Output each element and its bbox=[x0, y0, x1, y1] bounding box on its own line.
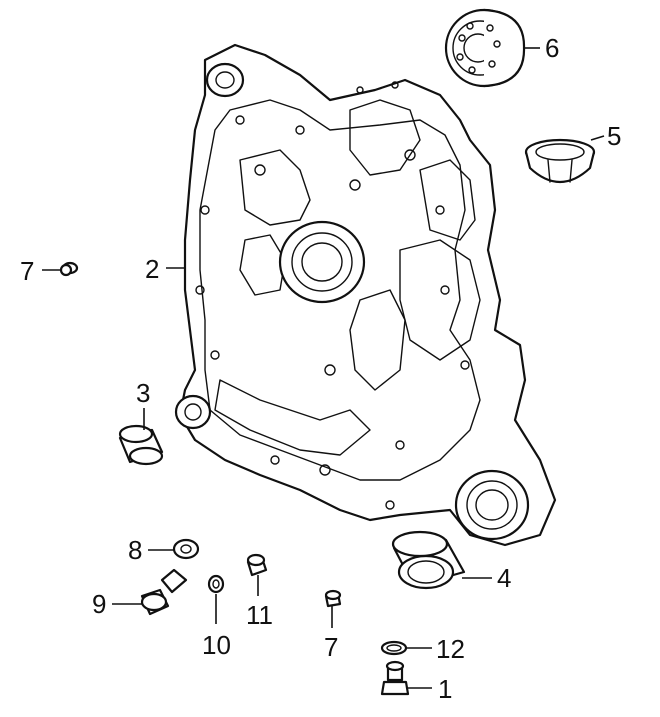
callout-3: 3 bbox=[136, 378, 150, 408]
sleeve-part bbox=[118, 424, 164, 466]
bolt-part bbox=[380, 660, 410, 696]
bearing-part bbox=[444, 8, 526, 88]
crankcase-housing bbox=[174, 43, 557, 547]
washer-part bbox=[172, 538, 200, 560]
callout-12: 12 bbox=[436, 634, 465, 664]
callout-7-left: 7 bbox=[20, 256, 34, 286]
dowel-pin-left bbox=[59, 261, 79, 277]
callout-1: 1 bbox=[438, 674, 452, 704]
bushing-part bbox=[391, 530, 466, 590]
o-ring-part bbox=[207, 574, 225, 594]
callout-7-lower: 7 bbox=[324, 632, 338, 662]
dowel-pin-center bbox=[246, 553, 268, 577]
callout-6: 6 bbox=[545, 33, 559, 63]
callout-11: 11 bbox=[246, 600, 273, 630]
callout-9: 9 bbox=[92, 589, 106, 619]
spring-part bbox=[380, 640, 408, 656]
callout-5: 5 bbox=[607, 121, 621, 151]
callout-10: 10 bbox=[202, 630, 231, 660]
callout-labels: 6 5 2 7 3 4 8 9 10 11 7 12 1 bbox=[20, 33, 621, 704]
drain-bolt-part bbox=[140, 568, 188, 616]
callout-4: 4 bbox=[497, 563, 511, 593]
callout-8: 8 bbox=[128, 535, 142, 565]
callout-2: 2 bbox=[145, 254, 159, 284]
leader-lines bbox=[42, 47, 605, 689]
split-bushing-part bbox=[524, 138, 596, 183]
dowel-pin-lower bbox=[324, 589, 342, 608]
